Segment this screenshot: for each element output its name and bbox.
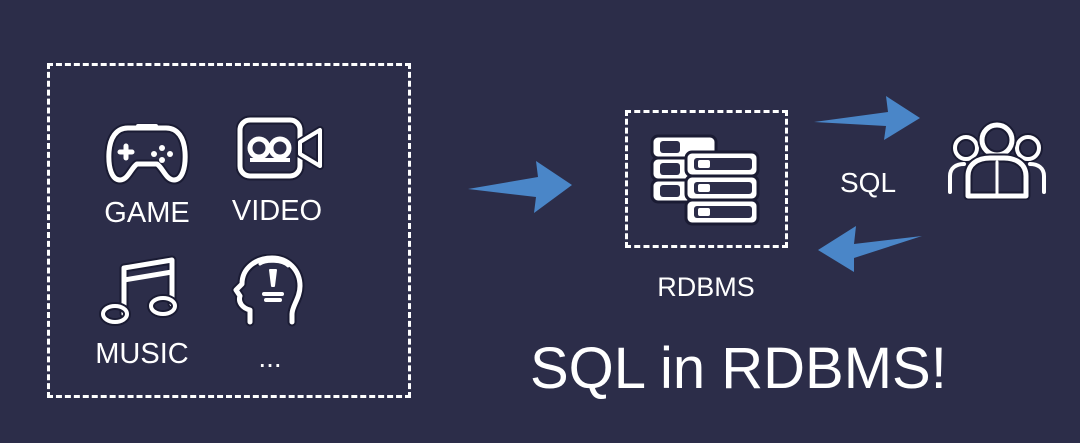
music-note-icon — [98, 254, 184, 326]
rdbms-label: RDBMS — [657, 272, 755, 302]
headline: SQL in RDBMS! — [530, 336, 947, 401]
content-types-box — [47, 63, 411, 398]
users-group-icon — [946, 118, 1048, 200]
database-server-icon — [648, 132, 764, 230]
category-label-more: ... — [258, 342, 282, 373]
category-label-video: VIDEO — [231, 195, 323, 227]
arrow-to-rdbms-return — [814, 218, 926, 279]
rdbms-box — [625, 110, 788, 248]
head-profile-icon — [230, 254, 306, 328]
video-camera-icon — [236, 114, 326, 184]
category-label-game: GAME — [104, 197, 190, 229]
category-label-music: MUSIC — [95, 338, 189, 370]
arrow-to-rdbms — [466, 157, 576, 222]
gamepad-icon — [104, 118, 190, 188]
arrow-to-users — [812, 92, 924, 149]
sql-label: SQL — [839, 167, 897, 198]
